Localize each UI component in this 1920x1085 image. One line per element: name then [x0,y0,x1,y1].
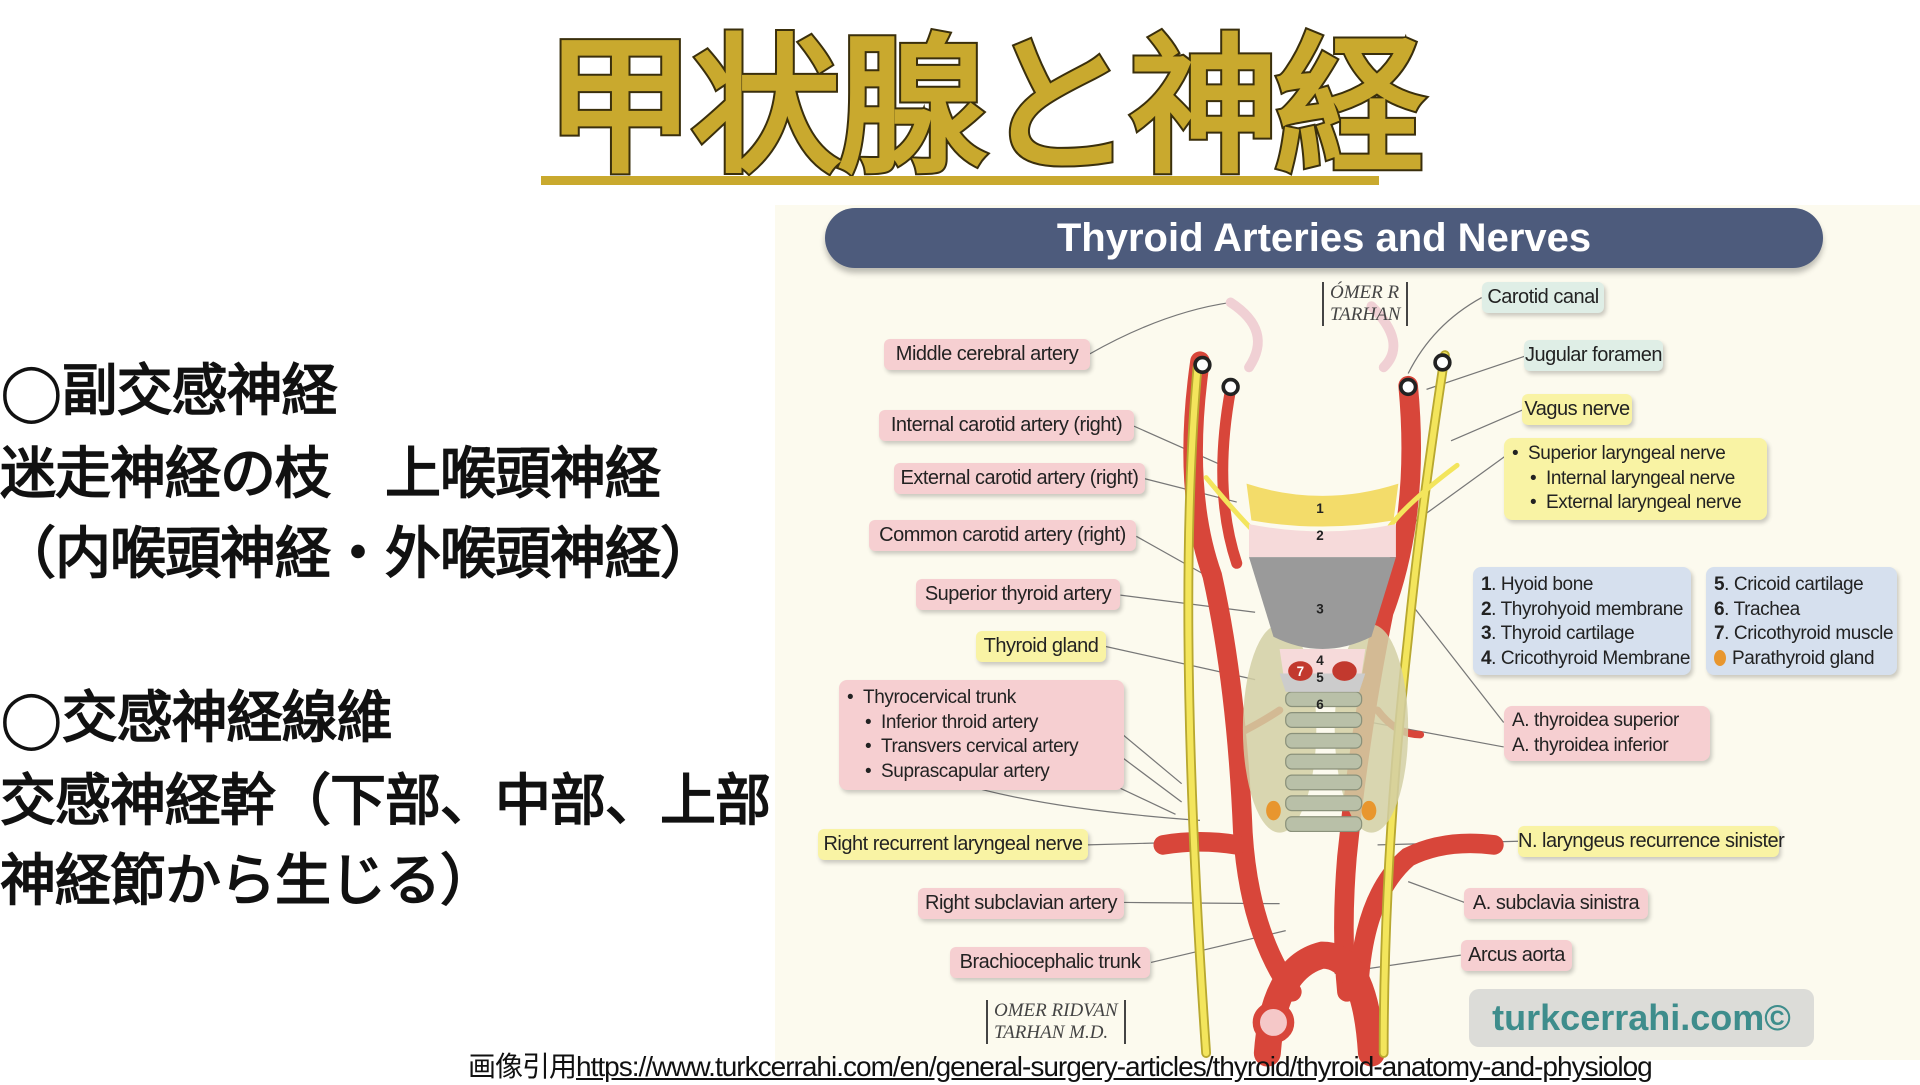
text-ganglia: 神経節から生じる） [0,849,496,914]
label-middle-cerebral-artery: Middle cerebral artery [884,339,1090,370]
label-thyroid-gland: Thyroid gland [976,631,1106,662]
structure-number: 2 [1316,528,1323,543]
label-thyrocervical-trunk: Thyrocervical trunk Inferior throid arte… [839,680,1124,790]
legend-item: 7. Cricothyroid muscle [1714,623,1894,644]
legend-item: 5. Cricoid cartilage [1714,574,1864,595]
text-sympathetic-trunk: 交感神経幹（下部、中部、上部 [0,769,771,834]
parathyroid-dot-icon [1714,649,1726,666]
brand-logo: turkcerrahi.com© [1469,989,1814,1047]
label-brachiocephalic-trunk: Brachiocephalic trunk [950,947,1150,978]
legend-item: Parathyroid gland [1714,647,1889,672]
diagram-title: Thyroid Arteries and Nerves [825,208,1823,268]
label-superior-thyroid-artery: Superior thyroid artery [916,579,1120,610]
label-common-carotid: Common carotid artery (right) [869,520,1136,551]
legend-box-1: 1. Hyoid bone 2. Thyrohyoid membrane 3. … [1473,567,1691,675]
label-internal-carotid: Internal carotid artery (right) [879,410,1134,441]
legend-item: 1. Hyoid bone [1481,574,1594,595]
label-right-subclavian: Right subclavian artery [918,888,1124,919]
structure-number: 7 [1297,664,1304,679]
text-sympathetic-heading: ◯交感神経線維 [0,686,393,751]
structure-number: 6 [1316,697,1323,712]
image-citation: 画像引用https://www.turkcerrahi.com/en/gener… [468,1045,1653,1085]
structure-number: 1 [1316,501,1324,516]
legend-item: 4. Cricothyroid Membrane [1481,647,1690,669]
citation-link[interactable]: https://www.turkcerrahi.com/en/general-s… [576,1051,1653,1082]
text-parasympathetic-heading: ◯副交感神経 [0,359,338,424]
label-left-subclavian: A. subclavia sinistra [1464,888,1648,919]
structure-number: 4 [1316,653,1324,668]
citation-prefix: 画像引用 [468,1051,577,1082]
text-vagus-branch: 迷走神経の枝 上喉頭神経 [0,442,661,507]
label-thyroid-arteries: A. thyroidea superior A. thyroidea infer… [1504,706,1710,761]
label-right-recurrent-laryngeal: Right recurrent laryngeal nerve [818,829,1088,860]
label-carotid-canal: Carotid canal [1482,282,1604,313]
text-laryngeal-nerves: （内喉頭神経・外喉頭神経） [0,522,716,587]
title-underline [541,176,1379,185]
label-vagus-nerve: Vagus nerve [1522,394,1632,425]
label-left-recurrent-laryngeal: N. laryngeus recurrence sinister [1518,826,1785,857]
legend-box-2: 5. Cricoid cartilage 6. Trachea 7. Crico… [1706,567,1897,675]
legend-item: 6. Trachea [1714,598,1800,620]
legend-item: 2. Thyrohyoid membrane [1481,598,1684,620]
label-arcus-aorta: Arcus aorta [1461,940,1572,971]
page-title: 甲状腺と神経 [543,21,1427,195]
label-external-carotid: External carotid artery (right) [894,463,1145,494]
structure-number: 5 [1316,670,1324,685]
legend-item: 3. Thyroid cartilage [1481,623,1635,644]
label-jugular-foramen: Jugular foramen [1524,340,1663,371]
structure-number: 3 [1316,601,1323,616]
label-superior-laryngeal-nerve: Superior laryngeal nerve Internal laryng… [1504,438,1767,520]
